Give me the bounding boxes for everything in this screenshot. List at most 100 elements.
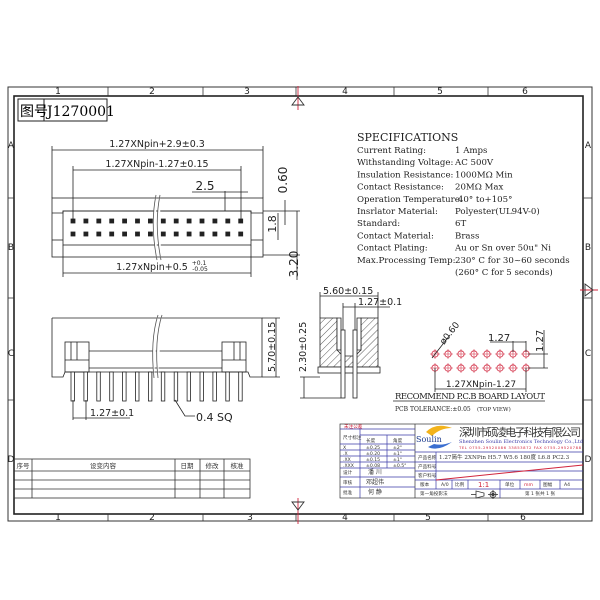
side-view bbox=[300, 292, 390, 399]
column-label: 2 bbox=[149, 513, 155, 523]
column-label: 3 bbox=[247, 513, 253, 523]
scale-label: 比例 bbox=[455, 481, 465, 488]
row-label: A bbox=[585, 141, 592, 151]
product-number-label: 产品料号 bbox=[418, 463, 437, 470]
company-name-en: Shenzhen Soulin Electronics Technology C… bbox=[459, 439, 584, 445]
dim-overall-length: 1.27XNpin+2.9±0.3 bbox=[109, 139, 205, 150]
dim-pcb-pitch-y: 1.27 bbox=[535, 330, 546, 352]
column-label: 5 bbox=[425, 513, 431, 523]
pcb-view-label: (TOP VIEW) bbox=[477, 406, 511, 413]
dim-bottom-tol-minus: -0.05 bbox=[192, 266, 208, 273]
drawing-number-box bbox=[17, 98, 108, 122]
drawing-number-label: 图号 bbox=[20, 104, 48, 120]
drawing-number: J1270001 bbox=[45, 104, 115, 120]
dim-pcb-span: 1.27XNpin-1.27 bbox=[446, 380, 516, 390]
spec-value: 6T bbox=[455, 219, 466, 229]
spec-label: Contact Plating: bbox=[357, 244, 428, 254]
company-contact: TEL 0755-29520086 33853872 FAX 0755-2952… bbox=[458, 445, 582, 450]
tolerance-label: X bbox=[343, 445, 346, 451]
approve-label: 批准 bbox=[343, 489, 353, 496]
design-label: 设计 bbox=[343, 469, 353, 476]
pin-square bbox=[199, 231, 205, 237]
column-label: 4 bbox=[342, 87, 348, 97]
pin bbox=[199, 371, 204, 402]
first-angle-projection-icon bbox=[471, 490, 498, 499]
sheet-label: 图幅 bbox=[543, 481, 553, 488]
pin bbox=[96, 371, 101, 402]
dim-hole-diameter: ø0.60 bbox=[438, 320, 462, 347]
spec-label: Insulation Resistance: bbox=[357, 170, 454, 180]
page-count: 第 1 张共 1 张 bbox=[525, 490, 555, 497]
row-label: D bbox=[8, 455, 15, 465]
tolerance-label: .XXX bbox=[343, 463, 354, 469]
tolerance-length: ±0.20 bbox=[366, 451, 380, 457]
dim-row-pitch: 1.27±0.1 bbox=[358, 297, 402, 308]
pin-square bbox=[135, 231, 140, 237]
dim-side-height: 2.30±0.25 bbox=[298, 322, 309, 372]
dim-pin-size: 0.4 SQ bbox=[196, 411, 233, 424]
pin bbox=[186, 371, 192, 402]
row-label: B bbox=[8, 243, 14, 253]
column-label: 4 bbox=[342, 513, 348, 523]
pin-square bbox=[160, 218, 166, 224]
pcb-layout bbox=[393, 330, 548, 402]
column-label: 6 bbox=[520, 513, 526, 523]
pin bbox=[83, 371, 88, 402]
column-label: 1 bbox=[55, 513, 61, 523]
spec-value: -40° to+105° bbox=[455, 195, 512, 205]
spec-label: Contact Resistance: bbox=[357, 183, 444, 193]
pin-square bbox=[199, 218, 205, 224]
review-name: 邓超伟 bbox=[366, 478, 384, 486]
pin-square bbox=[212, 218, 218, 224]
unit: mm bbox=[524, 483, 533, 488]
dim-bottom: 1.27xNpin+0.5 bbox=[116, 262, 188, 273]
dim-key-width: 2.5 bbox=[195, 179, 214, 193]
version-label: 版本 bbox=[420, 481, 430, 488]
spec-label: Contact Material: bbox=[357, 231, 434, 241]
pin-square bbox=[173, 231, 179, 237]
pcb-layout-title: RECOMMEND P.C.B BOARD LAYOUT bbox=[395, 392, 545, 402]
pin bbox=[70, 371, 75, 402]
pin bbox=[212, 371, 217, 402]
pin bbox=[147, 371, 153, 402]
row-label: D bbox=[585, 455, 592, 465]
pin-square bbox=[160, 231, 166, 237]
title-block bbox=[339, 423, 584, 499]
tolerance-angle: ±0.5° bbox=[393, 463, 406, 469]
column-label: 3 bbox=[244, 87, 250, 97]
revision-header: 日期 bbox=[181, 462, 195, 470]
tolerance-angle: ±1° bbox=[393, 457, 402, 463]
company-name-cn: 深圳市硕凌电子科技有限公司 bbox=[459, 425, 581, 439]
row-label: B bbox=[585, 243, 591, 253]
spec-value: 230° C for 30~60 seconds bbox=[455, 256, 570, 266]
dim-side-width: 5.60±0.15 bbox=[323, 286, 373, 297]
revision-table bbox=[13, 458, 251, 499]
spec-label: Standard: bbox=[357, 219, 400, 229]
tolerance-length: ±0.25 bbox=[366, 445, 380, 451]
column-label: 6 bbox=[522, 87, 528, 97]
pin bbox=[109, 371, 114, 402]
tolerance-label: .XX bbox=[343, 457, 351, 463]
pin-square bbox=[122, 231, 127, 237]
frame-dividers bbox=[8, 87, 592, 521]
review-label: 审核 bbox=[343, 479, 353, 486]
design-name: 潘 川 bbox=[368, 468, 382, 476]
spec-value: 20MΩ Max bbox=[455, 183, 504, 193]
dim-front-height: 5.70±0.15 bbox=[267, 322, 278, 372]
spec-value: 1 Amps bbox=[455, 146, 487, 156]
specifications-title: SPECIFICATIONS bbox=[357, 131, 458, 144]
customer-number-label: 客户料号 bbox=[418, 472, 437, 479]
tolerance-angle: ±2° bbox=[393, 445, 402, 451]
spec-value: 1000MΩ Min bbox=[455, 170, 513, 180]
top-view bbox=[51, 146, 300, 280]
soulin-logo: Soulin bbox=[416, 425, 452, 449]
dim-bottom-tol-plus: +0.1 bbox=[192, 260, 207, 267]
pin-square bbox=[83, 218, 89, 224]
pin bbox=[160, 371, 166, 402]
tolerance-label: 尺寸标注 bbox=[343, 434, 362, 441]
spec-value: AC 500V bbox=[454, 158, 494, 168]
spec-value: (260° C for 5 seconds) bbox=[455, 267, 553, 278]
pcb-tolerance: PCB TOLERANCE:±0.05 bbox=[395, 406, 471, 413]
pin-square bbox=[186, 231, 192, 237]
revision-header: 序号 bbox=[17, 461, 31, 470]
